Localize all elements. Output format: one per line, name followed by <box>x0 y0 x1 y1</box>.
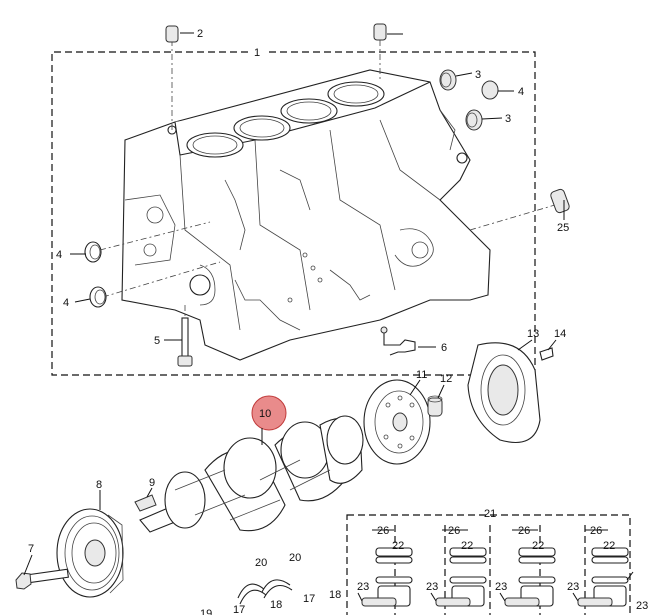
callout-9: 9 <box>149 477 155 489</box>
sleeve-part-25 <box>550 188 570 214</box>
piston-assembly-dashed-box <box>346 514 631 615</box>
reluctor-ring-part-11 <box>363 379 431 465</box>
callout-23: 23 <box>636 600 648 612</box>
callout-7: 7 <box>28 543 34 555</box>
thrust-bearing-part-20 <box>237 579 293 605</box>
callout-4: 4 <box>63 297 69 309</box>
callout-13: 13 <box>527 328 539 340</box>
callout-21: 21 <box>484 508 496 520</box>
crankshaft <box>139 415 364 533</box>
callout-6: 6 <box>441 342 447 354</box>
callout-20: 20 <box>289 552 301 564</box>
callout-23: 23 <box>495 581 507 593</box>
key-part-9 <box>134 494 157 512</box>
callout-25: 25 <box>557 222 569 234</box>
rear-seal-housing-part-13 <box>467 342 541 444</box>
callout-14: 14 <box>554 328 566 340</box>
block-assembly-dashed-box <box>51 51 536 376</box>
callout-22: 22 <box>603 540 615 552</box>
piston-set <box>361 547 629 607</box>
callout-22: 22 <box>392 540 404 552</box>
screw-part-14 <box>539 347 554 361</box>
piston <box>361 547 413 607</box>
bushing-part-12 <box>427 395 443 417</box>
callout-22: 22 <box>532 540 544 552</box>
dowel-pin-part-2 <box>165 23 387 43</box>
callout-17: 17 <box>303 593 315 605</box>
callout-17: 17 <box>233 604 245 615</box>
callout-3: 3 <box>505 113 511 125</box>
cylinder-block <box>121 69 491 361</box>
pulley-part-8 <box>56 508 124 598</box>
bolt-part-7 <box>15 568 69 590</box>
callout-11: 11 <box>416 369 427 381</box>
piston <box>504 547 556 607</box>
seal-plug-part-4 <box>84 80 499 308</box>
callout-5: 5 <box>154 335 160 347</box>
callout-23: 23 <box>567 581 579 593</box>
callout-23: 23 <box>426 581 438 593</box>
callout-1: 1 <box>254 47 260 59</box>
callout-19: 19 <box>200 608 212 615</box>
callout-26: 26 <box>518 525 530 537</box>
bolt-part-5 <box>177 317 193 367</box>
sensor-part-6 <box>380 326 416 356</box>
callout-4: 4 <box>56 249 62 261</box>
callout-12: 12 <box>440 373 452 385</box>
callout-26: 26 <box>448 525 460 537</box>
callout-2: 2 <box>197 28 203 40</box>
callout-labels: 1 2 3 3 4 4 4 5 6 7 8 9 10 11 12 13 14 1… <box>28 28 648 615</box>
callout-26: 26 <box>377 525 389 537</box>
callout-18: 18 <box>329 589 341 601</box>
piston <box>435 547 487 607</box>
callout-10: 10 <box>259 408 271 420</box>
highlight-marker-part-10 <box>251 395 287 431</box>
callout-3: 3 <box>475 69 481 81</box>
callout-20: 20 <box>255 557 267 569</box>
callout-4: 4 <box>518 86 524 98</box>
piston <box>577 547 629 607</box>
callout-8: 8 <box>96 479 102 491</box>
leader-lines <box>23 32 634 602</box>
callout-23: 23 <box>357 581 369 593</box>
callout-26: 26 <box>590 525 602 537</box>
callout-22: 22 <box>461 540 473 552</box>
plug-part-3 <box>439 69 483 131</box>
callout-18: 18 <box>270 599 282 611</box>
